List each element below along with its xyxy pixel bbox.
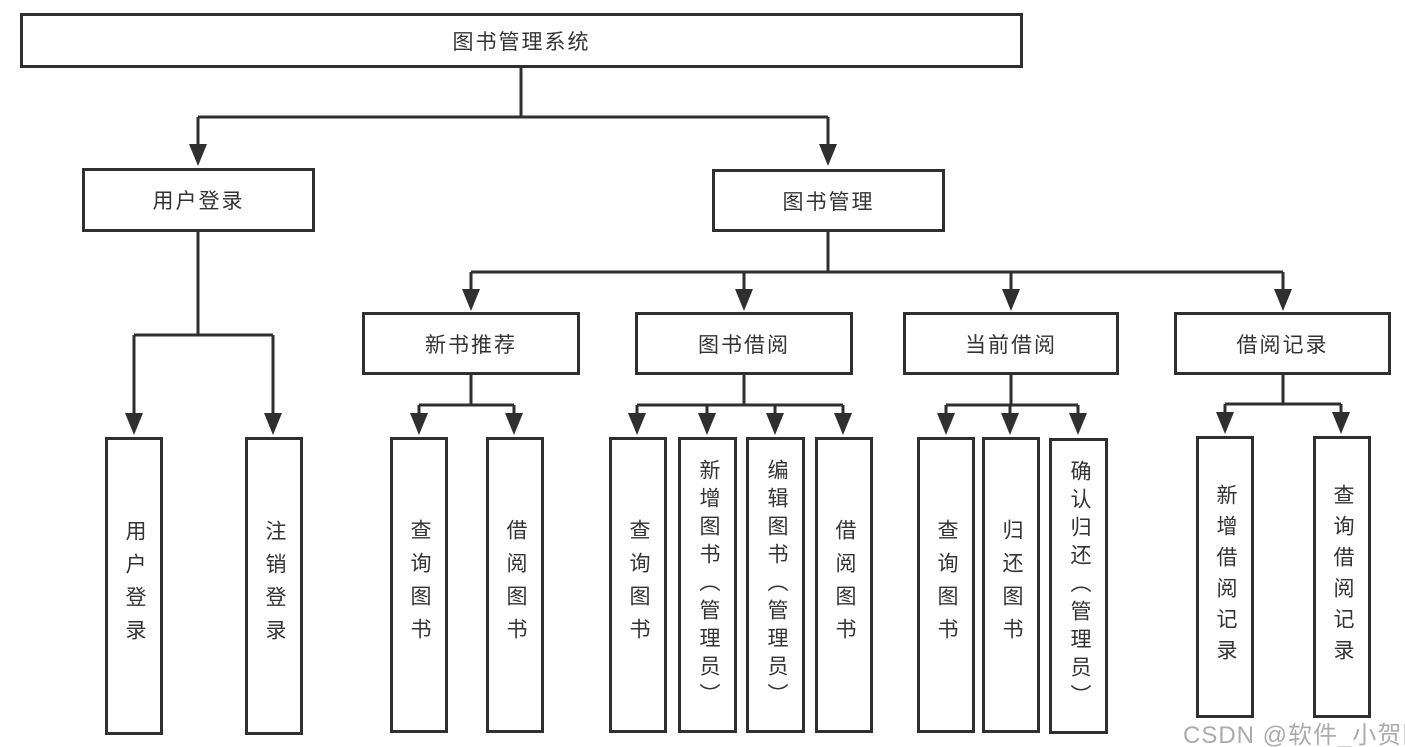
arrowhead	[1274, 289, 1292, 311]
arrowhead	[735, 289, 753, 311]
arrowhead	[1069, 413, 1087, 435]
arrowhead	[125, 413, 143, 435]
leaf-query-books-borrow: 查询图书	[609, 437, 667, 733]
leaf-borrow-books: 借阅图书	[815, 437, 873, 733]
arrowhead	[462, 289, 480, 311]
arrowhead	[1216, 412, 1234, 434]
arrowhead	[937, 413, 955, 435]
node-borrowing-records: 借阅记录	[1174, 312, 1391, 375]
leaf-query-books-recommend: 查询图书	[390, 437, 448, 733]
csdn-watermark: CSDN @软件_小贺同学	[1183, 722, 1405, 747]
node-user-login: 用户登录	[82, 168, 315, 232]
leaf-query-books-current: 查询图书	[917, 437, 975, 733]
leaf-return-books: 归还图书	[982, 437, 1040, 733]
arrowhead	[189, 144, 207, 166]
arrowhead	[834, 413, 852, 435]
leaf-add-books-admin: 新增图书（管理员）	[678, 437, 737, 733]
leaf-user-login: 用户登录	[105, 437, 163, 735]
leaf-edit-books-admin: 编辑图书（管理员）	[746, 437, 805, 733]
leaf-logout: 注销登录	[245, 437, 303, 735]
arrowhead	[766, 413, 784, 435]
arrowhead	[410, 413, 428, 435]
arrowhead	[819, 144, 837, 166]
node-current-borrowing: 当前借阅	[903, 312, 1119, 375]
node-book-borrowing: 图书借阅	[635, 312, 853, 375]
arrowhead	[1001, 413, 1019, 435]
arrowhead	[1332, 412, 1350, 434]
arrowhead	[505, 413, 523, 435]
leaf-add-borrow-record: 新增借阅记录	[1196, 436, 1254, 718]
node-root-library-system: 图书管理系统	[20, 13, 1023, 68]
leaf-query-borrow-record: 查询借阅记录	[1313, 436, 1371, 718]
node-new-book-recommend: 新书推荐	[362, 312, 580, 375]
arrowhead	[264, 413, 282, 435]
leaf-confirm-return-admin: 确认归还（管理员）	[1049, 438, 1108, 734]
arrowhead	[1002, 289, 1020, 311]
arrowhead	[698, 413, 716, 435]
leaf-borrow-books-recommend: 借阅图书	[486, 437, 544, 733]
node-book-management: 图书管理	[712, 169, 945, 232]
arrowhead	[628, 413, 646, 435]
